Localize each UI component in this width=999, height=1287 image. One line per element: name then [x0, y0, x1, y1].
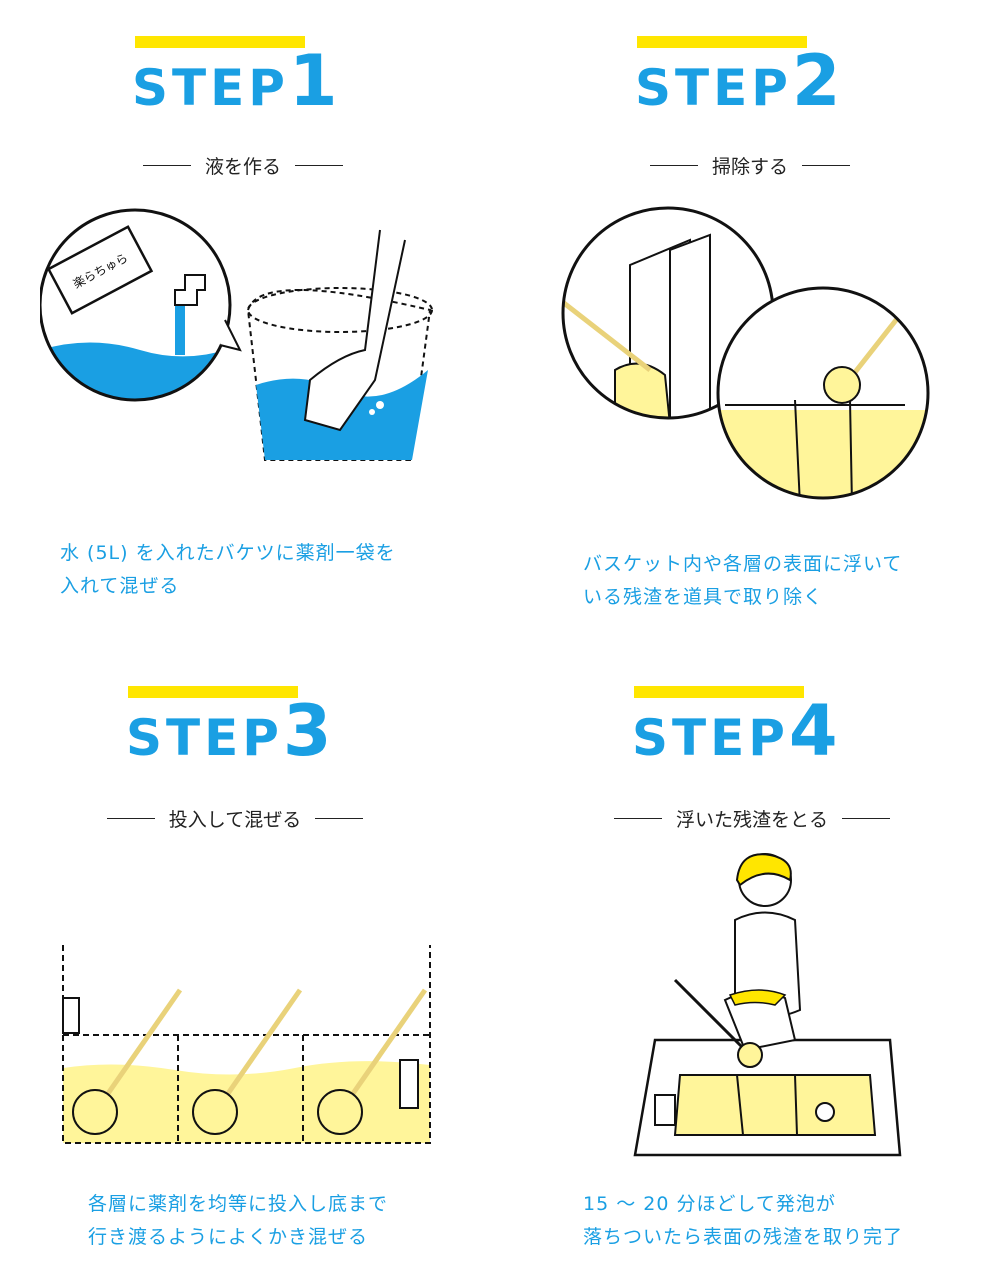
step4-illustration	[633, 853, 902, 1157]
desc-line: 入れて混ぜる	[60, 575, 180, 597]
subtitle-text: 掃除する	[711, 156, 788, 178]
desc-line: 各層に薬剤を均等に投入し底まで	[88, 1193, 389, 1215]
step2-title: STEP2	[635, 40, 841, 122]
packet-icon: 楽らちゅら	[46, 225, 154, 315]
step-number: 1	[288, 40, 338, 122]
step1-description: 水 (5L) を入れたバケツに薬剤一袋を 入れて混ぜる	[60, 537, 396, 603]
step-number: 4	[788, 690, 838, 772]
step-word: STEP	[132, 59, 289, 117]
step3-title: STEP3	[126, 690, 332, 772]
step1-title: STEP1	[132, 40, 338, 122]
step-number: 2	[791, 40, 841, 122]
desc-line: バスケット内や各層の表面に浮いて	[583, 553, 903, 575]
desc-line: 15 ～ 20 分ほどして発泡が	[583, 1193, 836, 1215]
step-number: 3	[282, 690, 332, 772]
subtitle-text: 投入して混ぜる	[168, 809, 302, 831]
desc-line: いる残渣を道具で取り除く	[583, 586, 824, 608]
step1-subtitle: 液を作る	[93, 152, 393, 179]
step4-description: 15 ～ 20 分ほどして発泡が 落ちついたら表面の残渣を取り完了	[583, 1188, 903, 1254]
step2-description: バスケット内や各層の表面に浮いて いる残渣を道具で取り除く	[583, 548, 902, 614]
step3-description: 各層に薬剤を均等に投入し底まで 行き渡るようによくかき混ぜる	[88, 1188, 388, 1254]
step2-subtitle: 掃除する	[600, 152, 900, 179]
step2-highlight-bar	[637, 36, 807, 48]
step-word: STEP	[635, 59, 792, 117]
step2-illustration	[561, 206, 930, 500]
step4-subtitle: 浮いた残渣をとる	[602, 805, 902, 832]
desc-line: 行き渡るようによくかき混ぜる	[88, 1226, 369, 1248]
subtitle-text: 浮いた残渣をとる	[675, 809, 828, 831]
step4-title: STEP4	[632, 690, 838, 772]
step3-highlight-bar	[128, 686, 298, 698]
step-word: STEP	[632, 709, 789, 767]
step4-highlight-bar	[634, 686, 804, 698]
step3-subtitle: 投入して混ぜる	[85, 805, 385, 832]
step1-illustration: 楽らちゅら	[40, 208, 433, 461]
desc-line: 落ちついたら表面の残渣を取り完了	[583, 1226, 904, 1248]
step3-illustration	[62, 945, 431, 1144]
desc-line: 水 (5L) を入れたバケツに薬剤一袋を	[60, 542, 396, 564]
step1-highlight-bar	[135, 36, 305, 48]
step-word: STEP	[126, 709, 283, 767]
subtitle-text: 液を作る	[204, 156, 281, 178]
